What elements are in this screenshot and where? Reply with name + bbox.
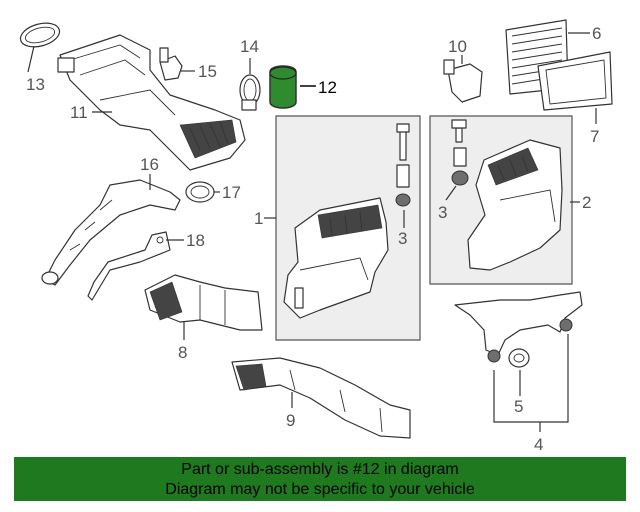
- part-16-hose[interactable]: [41, 179, 181, 286]
- part-4-bracket[interactable]: [454, 291, 583, 363]
- part-15-sensor[interactable]: [159, 47, 183, 81]
- callout-9: 9: [286, 411, 295, 430]
- callout-3-left: 3: [398, 229, 407, 248]
- callout-6: 6: [592, 24, 601, 43]
- part-2-airbox-cover[interactable]: [467, 139, 563, 271]
- callout-8: 8: [178, 343, 187, 362]
- callout-13: 13: [26, 75, 45, 94]
- callout-4: 4: [534, 435, 543, 454]
- callout-2: 2: [582, 193, 591, 212]
- callout-7: 7: [590, 127, 599, 146]
- part-11-intake-duct[interactable]: [57, 34, 246, 171]
- callout-17: 17: [222, 183, 241, 202]
- part-13-gasket-ring[interactable]: [18, 19, 62, 51]
- part-14-clamp[interactable]: [239, 74, 261, 111]
- part-12-seal[interactable]: [269, 65, 297, 109]
- callout-10: 10: [448, 37, 467, 56]
- part-10-sensor[interactable]: [443, 59, 483, 103]
- callout-5: 5: [514, 397, 523, 416]
- callout-16: 16: [140, 155, 159, 174]
- part-5-bushing[interactable]: [508, 348, 530, 368]
- part-3-mount-left[interactable]: [395, 123, 411, 207]
- callout-3-right: 3: [438, 203, 447, 222]
- part-18-bracket[interactable]: [87, 231, 171, 301]
- part-1-airbox[interactable]: [283, 197, 389, 319]
- banner-line-2: Diagram may not be specific to your vehi…: [165, 481, 475, 498]
- callout-18: 18: [186, 231, 205, 250]
- leader-lines: [27, 32, 597, 432]
- callout-11: 11: [70, 103, 88, 122]
- callout-1: 1: [254, 209, 263, 228]
- info-banner: Part or sub-assembly is #12 in diagram D…: [14, 457, 626, 501]
- banner-line-1: Part or sub-assembly is #12 in diagram: [181, 461, 459, 478]
- parts-diagram: 13 11 15 14 12 16 17 18 8 9 1 3 3 2 10 6…: [18, 19, 613, 454]
- part-17-gasket[interactable]: [185, 181, 215, 203]
- part-3-mount-right[interactable]: [451, 119, 469, 186]
- part-9-duct[interactable]: [231, 357, 411, 439]
- callout-15: 15: [198, 62, 217, 81]
- part-12-top: [269, 66, 297, 80]
- callout-14: 14: [240, 37, 259, 56]
- callout-12: 12: [318, 78, 337, 97]
- callouts: 13 11 15 14 12 16 17 18 8 9 1 3 3 2 10 6…: [26, 24, 601, 454]
- part-8-duct[interactable]: [144, 274, 263, 331]
- part-7-filter-element[interactable]: [537, 51, 613, 111]
